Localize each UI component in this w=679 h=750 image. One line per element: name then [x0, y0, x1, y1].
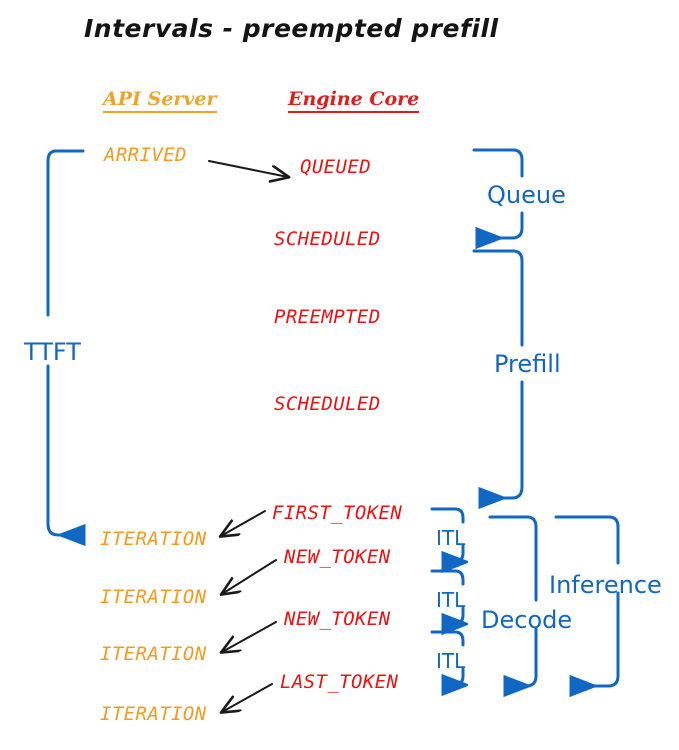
interval-label-itl-1: ITL	[436, 526, 466, 550]
event-preempted: PREEMPTED	[274, 306, 381, 328]
itl-bracket-2	[430, 569, 469, 636]
event-arrived: ARRIVED	[104, 144, 187, 166]
ttft-bracket	[46, 149, 86, 547]
column-header-api-server: API Server	[103, 90, 217, 113]
interval-label-itl-3: ITL	[436, 649, 466, 673]
event-new-token-2: NEW_TOKEN	[284, 608, 391, 630]
interval-label-prefill: Prefill	[494, 350, 561, 378]
interval-label-inference: Inference	[549, 571, 662, 599]
inference-bracket	[554, 515, 620, 698]
queue-bracket	[472, 148, 524, 250]
page-title: Intervals - preempted prefill	[84, 14, 499, 43]
prefill-bracket	[472, 249, 524, 510]
event-iteration-4: ITERATION	[100, 703, 207, 725]
event-iteration-3: ITERATION	[100, 643, 207, 665]
column-header-engine-core: Engine Core	[288, 90, 420, 113]
event-scheduled-2: SCHEDULED	[274, 393, 381, 415]
transition-arrows	[208, 160, 288, 712]
decode-bracket	[488, 515, 538, 698]
itl-bracket-1	[430, 507, 469, 574]
event-first-token: FIRST_TOKEN	[272, 502, 403, 524]
event-last-token: LAST_TOKEN	[280, 671, 399, 693]
interval-label-queue: Queue	[487, 181, 566, 209]
interval-label-decode: Decode	[481, 606, 573, 634]
event-scheduled-1: SCHEDULED	[274, 228, 381, 250]
event-new-token-1: NEW_TOKEN	[284, 546, 391, 568]
interval-label-ttft: TTFT	[24, 338, 81, 366]
itl-bracket-3	[430, 630, 469, 697]
interval-label-itl-2: ITL	[436, 588, 466, 612]
event-queued: QUEUED	[300, 156, 372, 178]
event-iteration-2: ITERATION	[100, 586, 207, 608]
event-iteration-1: ITERATION	[100, 528, 207, 550]
